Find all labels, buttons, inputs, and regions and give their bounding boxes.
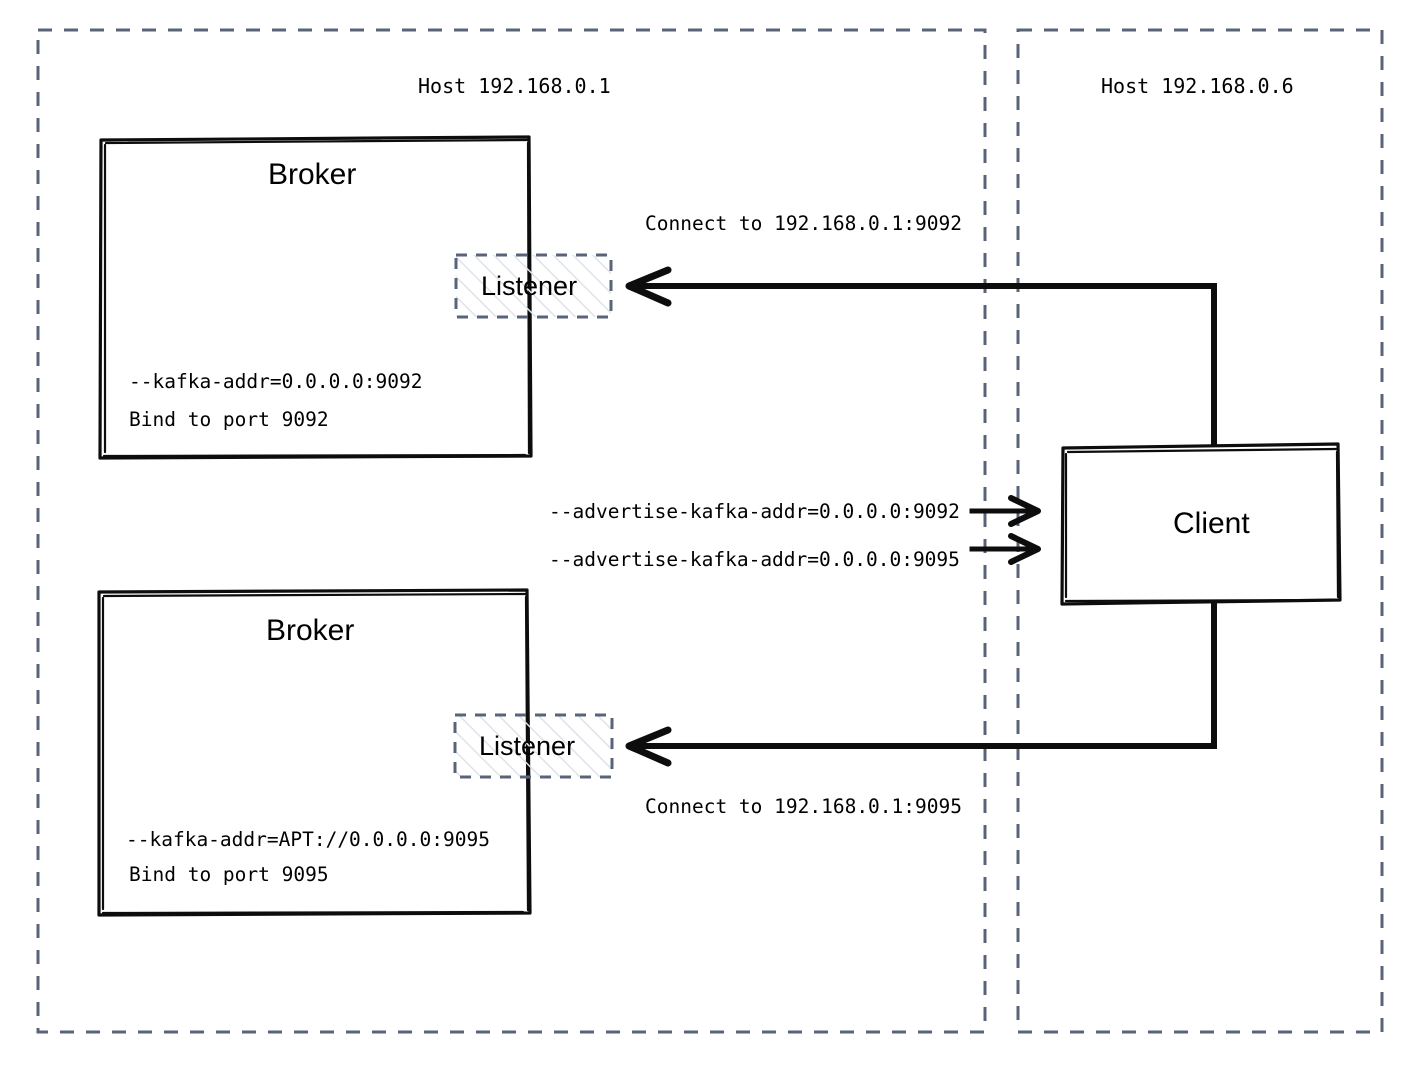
broker-title-top: Broker	[268, 158, 357, 191]
host-label-left: Host 192.168.0.1	[418, 74, 611, 98]
connection-label-9095: Connect to 192.168.0.1:9095	[645, 795, 962, 818]
broker-bottom-config-addr: --kafka-addr=APT://0.0.0.0:9095	[126, 828, 490, 851]
arrow-connect-9095	[625, 601, 1217, 767]
listener-box-top	[454, 253, 613, 319]
broker-title-bottom: Broker	[266, 614, 355, 647]
client-box	[1060, 442, 1342, 606]
broker-bottom-config-bind: Bind to port 9095	[129, 863, 329, 886]
arrow-advertise-9092	[969, 495, 1041, 527]
arrow-advertise-9095	[969, 533, 1041, 565]
broker-box-bottom	[97, 588, 532, 917]
advertise-label-9092: --advertise-kafka-addr=0.0.0.0:9092	[549, 500, 960, 523]
connection-label-9092: Connect to 192.168.0.1:9092	[645, 212, 962, 235]
arrow-connect-9092	[625, 266, 1217, 447]
host-container-left	[36, 28, 987, 1034]
listener-box-bottom	[453, 713, 614, 779]
client-title: Client	[1173, 507, 1250, 540]
host-label-right: Host 192.168.0.6	[1101, 74, 1294, 98]
advertise-label-9095: --advertise-kafka-addr=0.0.0.0:9095	[549, 548, 960, 571]
listener-label-top: Listener	[481, 271, 578, 301]
broker-top-config-addr: --kafka-addr=0.0.0.0:9092	[129, 370, 423, 393]
broker-top-config-bind: Bind to port 9092	[129, 408, 329, 431]
listener-label-bottom: Listener	[479, 731, 576, 761]
host-container-right	[1016, 28, 1384, 1034]
